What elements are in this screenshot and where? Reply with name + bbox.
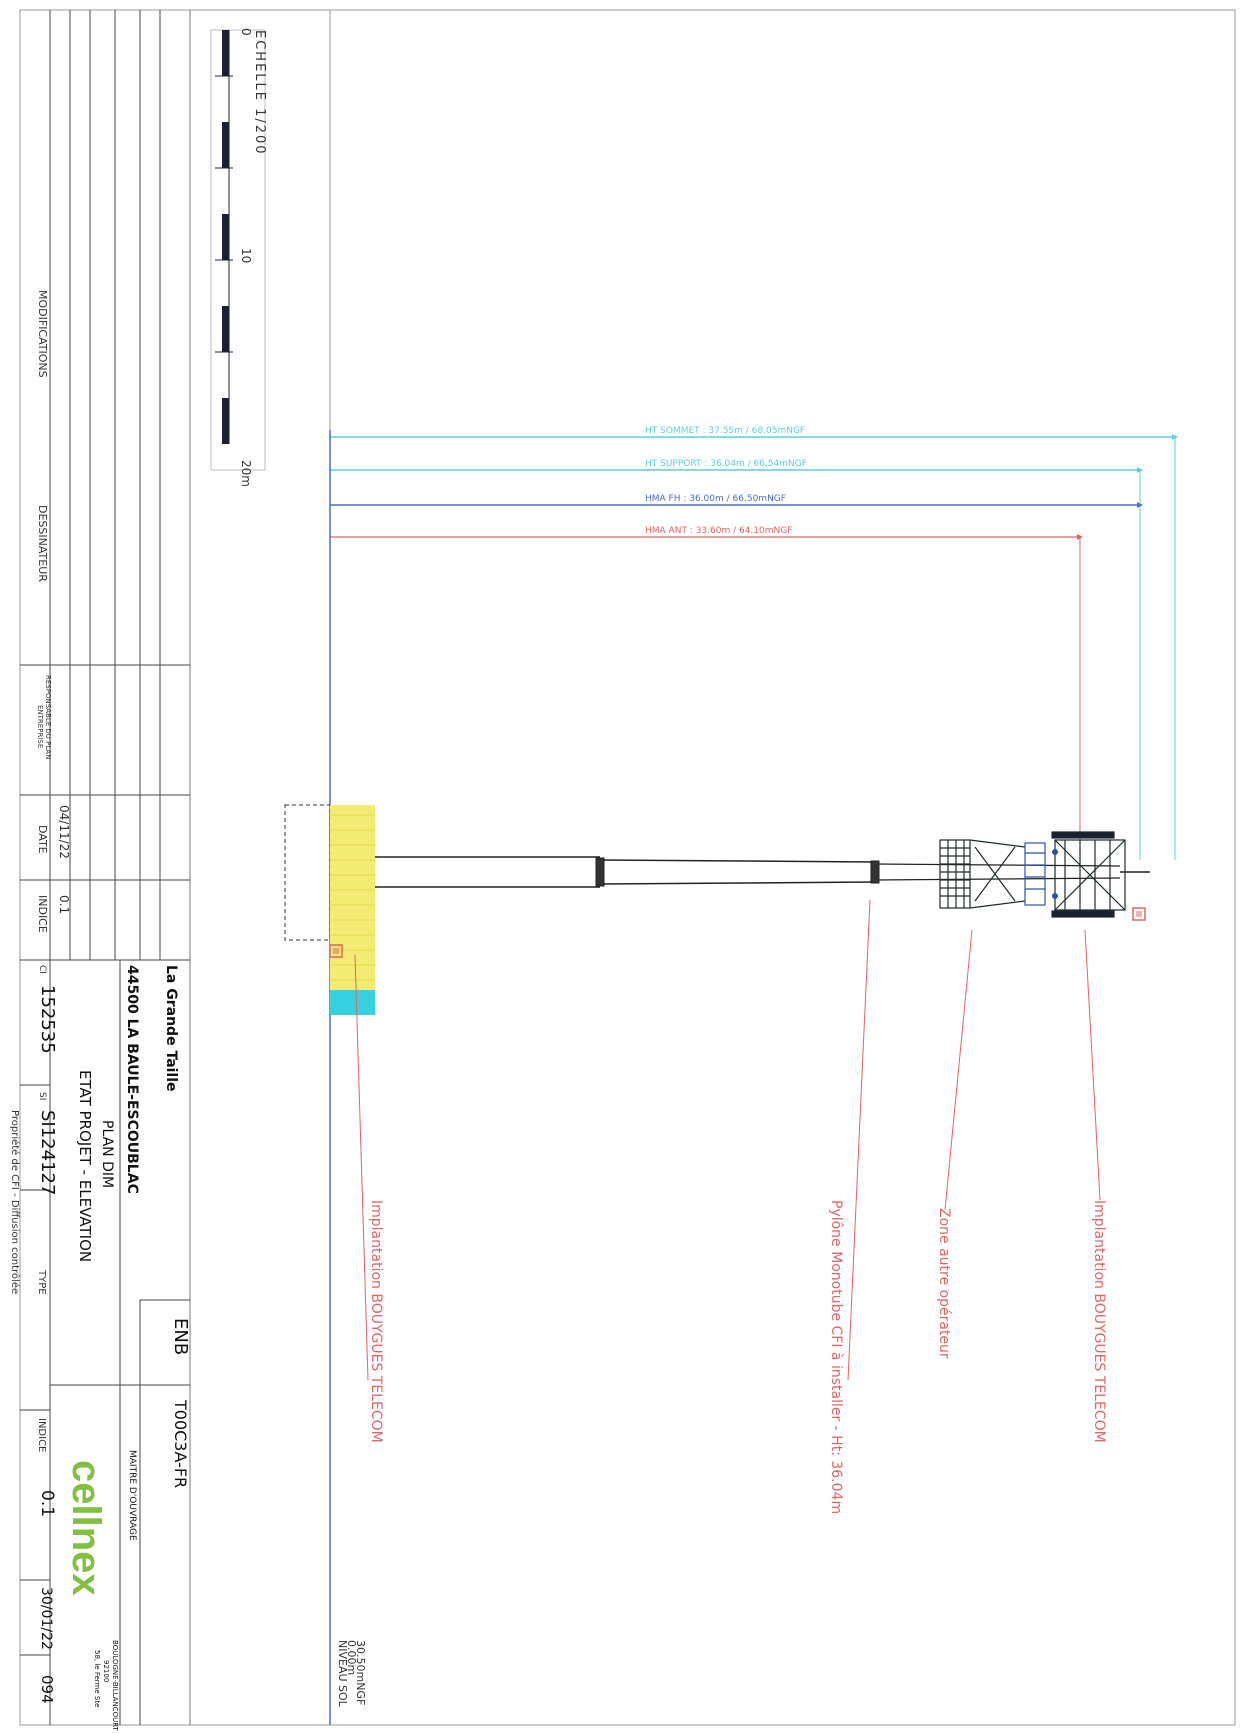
indice-value: 0.1 xyxy=(37,1490,57,1517)
scale-tick-10: 10 xyxy=(239,248,253,263)
brand-address-1: 58, le Ferme Ste xyxy=(93,1650,101,1707)
operator-platform xyxy=(939,839,1026,909)
sheet-number: 094 xyxy=(38,1675,56,1704)
scale-bar xyxy=(210,29,266,471)
row-indice: 0.1 xyxy=(57,895,71,914)
foundation-yellow-zone xyxy=(330,805,375,990)
base-equipment-marker xyxy=(329,944,343,958)
title-block-grid xyxy=(20,10,190,1725)
foundation-outline xyxy=(284,804,331,941)
column-indice: INDICE xyxy=(36,895,49,933)
foundation-cyan-zone xyxy=(330,990,375,1015)
type-label: TYPE xyxy=(36,1269,47,1295)
leader-lines xyxy=(354,899,1101,1381)
scale-tick-0: 0 xyxy=(239,28,253,36)
sheet-border xyxy=(19,9,1236,1726)
enb-label: ENB xyxy=(170,1318,191,1355)
si-value: SI124127 xyxy=(37,1110,58,1195)
column-dessinateur: DESSINATEUR xyxy=(36,505,49,582)
antenna-platform xyxy=(1024,831,1126,918)
column-date: DATE xyxy=(36,825,49,854)
level-hma-ant-label: HMA ANT : 33.60m / 64.10mNGF xyxy=(645,526,792,536)
level-hma-fh-label: HMA FH : 36.00m / 66.50mNGF xyxy=(645,494,786,504)
row-date: 04/11/22 xyxy=(57,805,71,859)
label-pylone: Pylône Monotube CFI à installer - Ht: 36… xyxy=(828,1200,844,1514)
plan-title: PLAN DIM xyxy=(99,1120,115,1188)
column-modifications: MODIFICATIONS xyxy=(36,290,49,378)
base-equipment-marker-inner xyxy=(333,948,339,954)
scale-title: ECHELLE 1/200 xyxy=(252,30,267,156)
label-zone-operator: Zone autre opérateur xyxy=(936,1208,952,1359)
scale-tick-20: 20m xyxy=(239,460,253,487)
dimension-lines xyxy=(329,430,1178,1725)
brand-address-3: BOULOGNE-BILLANCOURT xyxy=(111,1640,119,1732)
site-name: La Grande Taille xyxy=(163,965,179,1092)
brand-logo: cellnex xyxy=(64,1460,108,1596)
ci-label: CI xyxy=(37,965,47,974)
level-sommet-2-label: HT SUPPORT : 36.04m / 66.54mNGF xyxy=(645,459,807,469)
top-equipment-marker-inner xyxy=(1136,911,1142,917)
brand-address-2: 92100 xyxy=(102,1660,110,1682)
plan-subtitle: ETAT PROJET - ELEVATION xyxy=(76,1070,94,1262)
level-sommet-1-label: HT SOMMET : 37.55m / 68.05mNGF xyxy=(645,426,805,436)
site-address: 44500 LA BAULE-ESCOUBLAC xyxy=(124,965,140,1194)
column-entreprise: ENTREPRISE xyxy=(36,705,44,748)
ground-value-1: 0.00m xyxy=(345,1640,358,1675)
top-equipment-marker xyxy=(1132,907,1146,921)
label-implantation-top: Implantation BOUYGUES TELECOM xyxy=(1091,1200,1107,1443)
indice-label: INDICE xyxy=(36,1418,47,1452)
enb-value: T00C3A-FR xyxy=(171,1399,190,1488)
label-implantation-bottom: Implantation BOUYGUES TELECOM xyxy=(368,1200,384,1443)
column-responsable: RESPONSABLE DU PLAN xyxy=(44,675,52,759)
ground-label: NIVEAU SOL xyxy=(336,1640,349,1708)
pylon-monotube xyxy=(375,856,1150,888)
maitre-ouvrage-label: MAITRE D'OUVRAGE xyxy=(127,1450,137,1541)
ci-value: 152535 xyxy=(37,985,58,1054)
ground-value-2: 30.50mNGF xyxy=(354,1640,367,1705)
si-label: SI xyxy=(37,1092,47,1100)
footer-property: Propriété de CFI - Diffusion contrôlée xyxy=(9,1110,21,1294)
date-value: 30/01/22 xyxy=(38,1587,54,1650)
